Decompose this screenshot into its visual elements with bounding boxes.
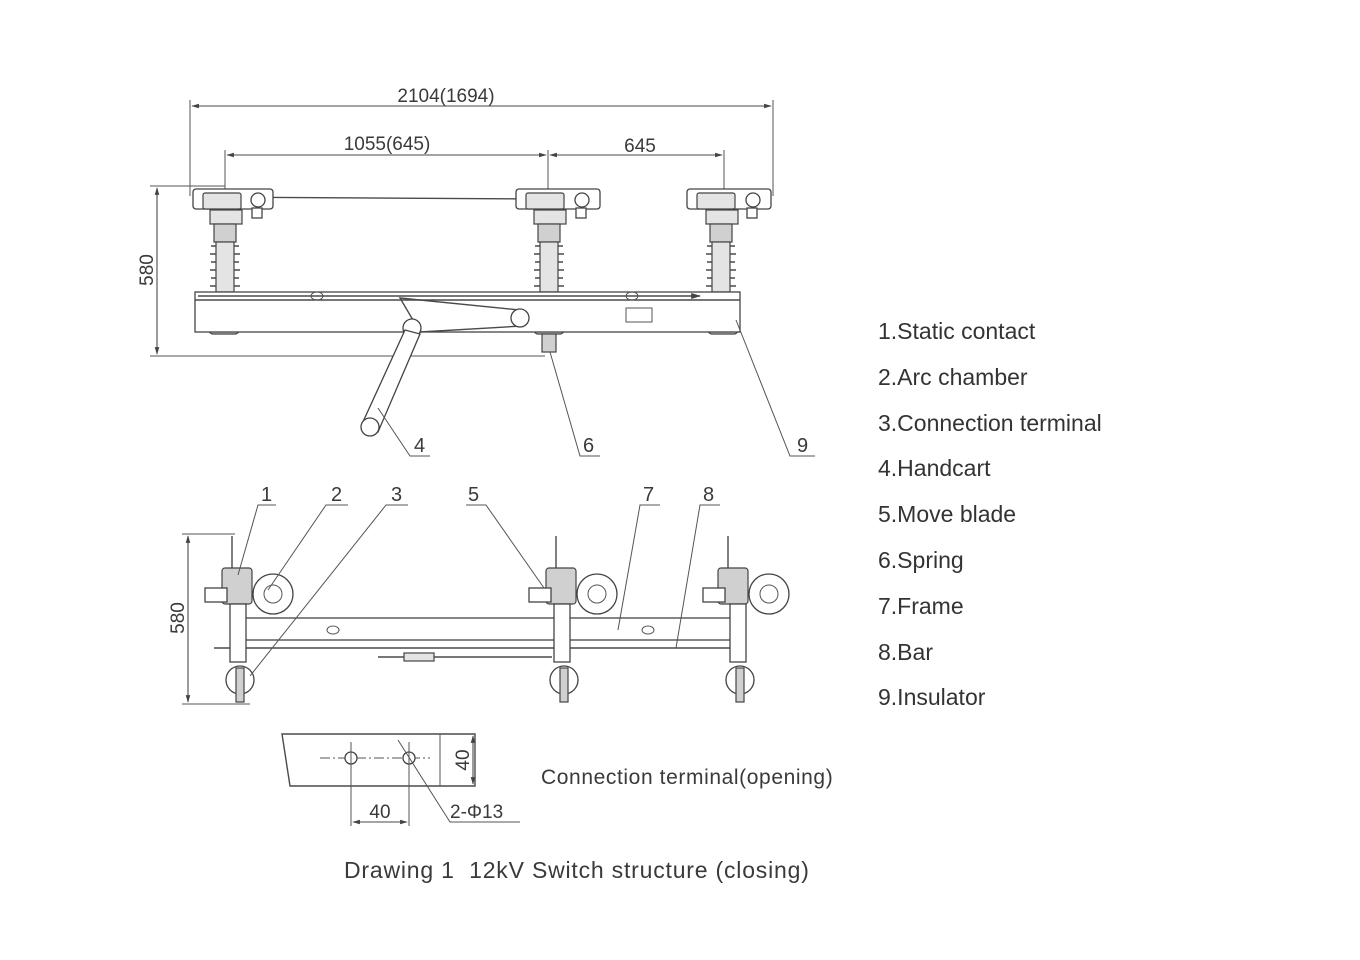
dimension-overall-width: 2104(1694) bbox=[189, 86, 774, 196]
legend-item-arc-chamber: 2.Arc chamber bbox=[878, 363, 1028, 390]
dimension-side-height: 580 bbox=[168, 533, 250, 705]
dim-side-height-label: 580 bbox=[168, 602, 189, 634]
callout-6-number: 6 bbox=[583, 435, 594, 457]
callout-8: 8 bbox=[675, 484, 720, 649]
callout-1: 1 bbox=[237, 484, 276, 576]
terminal-height-label: 40 bbox=[453, 749, 474, 770]
callout-5: 5 bbox=[466, 484, 545, 589]
terminal-width-label: 40 bbox=[369, 802, 390, 823]
callout-7-number: 7 bbox=[643, 484, 654, 506]
legend-item-handcart: 4.Handcart bbox=[878, 455, 991, 482]
callout-3: 3 bbox=[249, 484, 408, 677]
callout-3-number: 3 bbox=[391, 484, 402, 506]
dimension-right-span: 645 bbox=[549, 136, 723, 158]
legend-item-insulator: 9.Insulator bbox=[878, 684, 986, 711]
legend-item-static-contact: 1.Static contact bbox=[878, 318, 1036, 344]
callout-6: 6 bbox=[549, 351, 600, 457]
callout-4: 4 bbox=[377, 407, 430, 457]
legend-item-frame: 7.Frame bbox=[878, 592, 964, 619]
callout-8-number: 8 bbox=[703, 484, 714, 506]
dimension-left-span: 1055(645) bbox=[224, 134, 725, 196]
side-pole-left bbox=[204, 536, 294, 703]
terminal-caption: Connection terminal(opening) bbox=[541, 766, 834, 789]
handcart-linkage bbox=[360, 297, 530, 437]
top-view: 2104(1694) 1055(645) 645 580 bbox=[137, 86, 815, 457]
drawing-caption: Drawing 1 12kV Switch structure (closing… bbox=[344, 857, 810, 883]
callout-5-number: 5 bbox=[468, 484, 479, 506]
legend-item-move-blade: 5.Move blade bbox=[878, 501, 1017, 528]
dim-top-height-label: 580 bbox=[137, 254, 158, 286]
side-view: 580 bbox=[168, 484, 790, 705]
callout-2: 2 bbox=[267, 484, 348, 591]
dim-overall-label: 2104(1694) bbox=[397, 86, 494, 107]
callout-4-number: 4 bbox=[414, 435, 425, 457]
top-frame-beam bbox=[194, 291, 741, 333]
callout-9-number: 9 bbox=[797, 435, 808, 457]
callout-2-number: 2 bbox=[331, 484, 342, 506]
callout-1-number: 1 bbox=[261, 484, 272, 506]
legend-item-spring: 6.Spring bbox=[878, 546, 964, 573]
legend-item-connection-terminal: 3.Connection terminal bbox=[878, 409, 1102, 436]
callout-7: 7 bbox=[617, 484, 660, 631]
side-pole-right bbox=[702, 536, 790, 703]
legend-item-bar: 8.Bar bbox=[878, 638, 933, 665]
parts-legend: 1.Static contact 2.Arc chamber 3.Connect… bbox=[878, 313, 1278, 725]
dim-right-span-label: 645 bbox=[624, 136, 656, 157]
dim-left-span-label: 1055(645) bbox=[344, 134, 431, 155]
side-frame bbox=[237, 617, 739, 641]
callout-9: 9 bbox=[735, 319, 815, 457]
terminal-detail: 40 40 2-Φ13 bbox=[281, 733, 520, 826]
terminal-hole-spec: 2-Φ13 bbox=[450, 802, 503, 823]
side-pole-middle bbox=[528, 536, 618, 703]
dimension-top-height: 580 bbox=[137, 185, 545, 357]
